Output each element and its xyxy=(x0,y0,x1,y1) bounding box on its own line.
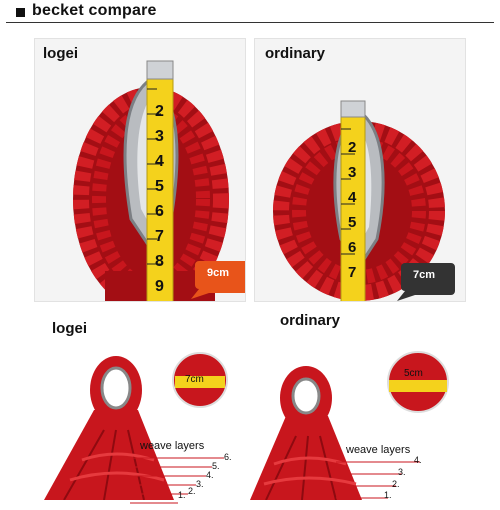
weave-leader-lines-right xyxy=(336,461,420,499)
section-title: becket compare xyxy=(32,2,157,19)
top-left-panel: logei 2 3 4 5 6 7 8 9 9cm xyxy=(34,38,246,302)
header-square-bullet xyxy=(16,8,25,17)
ruler-digit: 3 xyxy=(155,128,164,145)
ruler-digit: 6 xyxy=(155,203,164,220)
ruler-digit: 2 xyxy=(348,139,357,156)
weave-mark-5: 5. xyxy=(212,461,220,471)
ruler-digit: 5 xyxy=(348,214,357,231)
ruler-digit: 7 xyxy=(155,228,164,245)
weave-mark-1-right: 1. xyxy=(384,490,392,500)
weave-mark-4: 4. xyxy=(206,470,214,480)
ruler-digit: 3 xyxy=(348,164,357,181)
bottom-left-label: logei xyxy=(52,320,88,337)
top-right-panel: ordinary 2 3 4 5 6 7 7cm xyxy=(254,38,466,302)
ruler-digit: 7 xyxy=(348,264,357,281)
ruler-digit: 4 xyxy=(155,153,164,170)
ruler-digit: 2 xyxy=(155,103,164,120)
weave-layers-title-right: weave layers xyxy=(346,444,411,456)
inset-measure-5cm: 5cm xyxy=(404,368,423,379)
ruler-digit: 5 xyxy=(155,178,164,195)
ordinary-becket-photo xyxy=(273,100,445,301)
top-left-label: logei xyxy=(43,45,79,62)
bottom-right-label: ordinary xyxy=(280,312,341,329)
weave-mark-3: 3. xyxy=(196,479,204,489)
weave-mark-4-right: 4. xyxy=(414,455,422,465)
weave-mark-1: 1. xyxy=(178,490,186,500)
ruler-digit: 4 xyxy=(348,189,357,206)
logei-weave-photo xyxy=(44,352,228,500)
weave-mark-6: 6. xyxy=(224,452,232,462)
weave-mark-2-right: 2. xyxy=(392,479,400,489)
weave-leader-lines-left xyxy=(130,457,224,504)
section-header: becket compare xyxy=(0,0,500,28)
badge-bubble-dark xyxy=(397,263,455,301)
length-badge-9cm: 9cm xyxy=(207,267,230,279)
top-right-label: ordinary xyxy=(265,45,326,62)
weave-layers-title-left: weave layers xyxy=(140,440,205,452)
ruler-digits-right: 2 3 4 5 6 7 xyxy=(348,139,364,289)
ruler-digits-left: 2 3 4 5 6 7 8 9 xyxy=(155,103,173,301)
ruler-digit: 9 xyxy=(155,278,164,295)
header-divider xyxy=(6,22,494,23)
ruler-digit: 8 xyxy=(155,253,164,270)
inset-measure-7cm: 7cm xyxy=(185,374,204,385)
length-badge-7cm: 7cm xyxy=(413,269,436,281)
badge-bubble-orange xyxy=(191,261,245,299)
weave-mark-3-right: 3. xyxy=(398,467,406,477)
ruler-digit: 6 xyxy=(348,239,357,256)
weave-mark-2: 2. xyxy=(188,486,196,496)
